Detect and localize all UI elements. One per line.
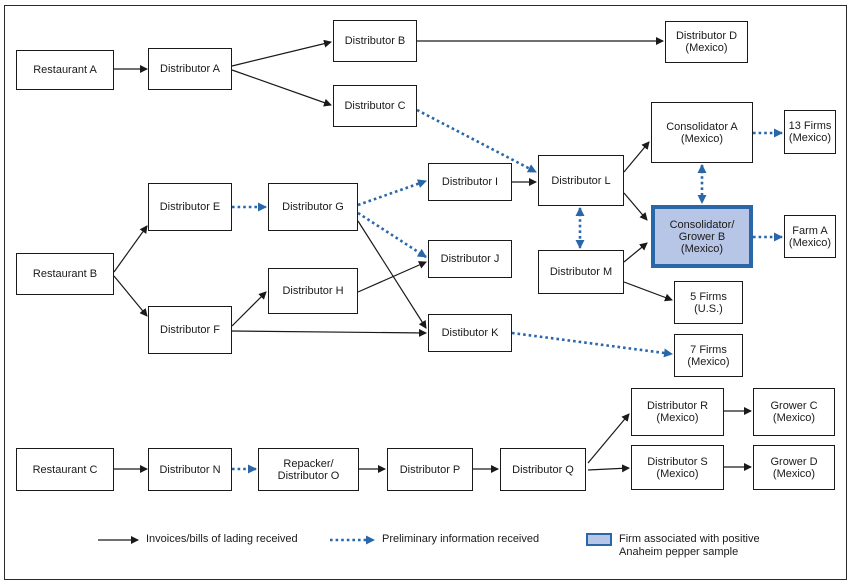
node-restaurant-b: Restaurant B: [16, 253, 114, 295]
arrow-restaurant-b-to-distributor-f: [113, 275, 148, 317]
arrow-distributor-a-to-distributor-b: [231, 39, 332, 67]
node-consolidator-grower-b: Consolidator/ Grower B (Mexico): [651, 205, 753, 268]
node-distributor-m: Distributor M: [538, 250, 624, 294]
node-5-firms: 5 Firms (U.S.): [674, 281, 743, 324]
arrow-distributor-l-to-consolidator-a: [623, 141, 650, 173]
node-distributor-d: Distributor D (Mexico): [665, 21, 748, 63]
node-distributor-l: Distributor L: [538, 155, 624, 206]
arrow-distributor-g-to-distributor-i: [357, 179, 427, 207]
arrow-restaurant-b-to-distributor-e: [113, 225, 148, 273]
arrow-distributor-g-to-distributor-j: [357, 211, 427, 259]
node-distributor-a: Distributor A: [148, 48, 232, 90]
node-grower-d: Grower D (Mexico): [753, 445, 835, 490]
node-distributor-b: Distributor B: [333, 20, 417, 62]
node-13-firms: 13 Firms (Mexico): [784, 110, 836, 154]
arrow-distributor-q-to-distributor-r: [587, 413, 630, 464]
node-distributor-s: Distributor S (Mexico): [631, 445, 724, 490]
legend-highlight-label: Firm associated with positive Anaheim pe…: [619, 533, 760, 558]
node-distributor-k: Distibutor K: [428, 314, 512, 352]
node-restaurant-a: Restaurant A: [16, 50, 114, 90]
arrow-distributor-a-to-distributor-c: [231, 69, 332, 107]
arrow-distributor-k-to-7-firms: [511, 331, 673, 358]
node-distributor-n: Distributor N: [148, 448, 232, 491]
node-distributor-q: Distributor Q: [500, 448, 586, 491]
node-distributor-i: Distributor I: [428, 163, 512, 201]
node-grower-c: Grower C (Mexico): [753, 388, 835, 436]
node-repacker-o: Repacker/ Distributor O: [258, 448, 359, 491]
node-distributor-g: Distributor G: [268, 183, 358, 231]
node-distributor-r: Distributor R (Mexico): [631, 388, 724, 436]
legend-dotted-label: Preliminary information received: [382, 533, 540, 545]
arrow-distributor-f-to-distributor-k: [231, 328, 427, 337]
legend-solid-label: Invoices/bills of lading received: [146, 533, 298, 545]
node-consolidator-a: Consolidator A (Mexico): [651, 102, 753, 163]
arrow-distributor-f-to-distributor-h: [231, 291, 267, 327]
node-distributor-h: Distributor H: [268, 268, 358, 314]
node-farm-a: Farm A (Mexico): [784, 215, 836, 258]
node-restaurant-c: Restaurant C: [16, 448, 114, 491]
diagram-frame: [4, 5, 847, 580]
arrow-distributor-l-to-consolidator-grower-b: [623, 192, 648, 221]
arrow-distributor-q-to-distributor-s: [587, 464, 630, 473]
arrow-distributor-g-to-distributor-k: [357, 220, 427, 329]
node-distributor-e: Distributor E: [148, 183, 232, 231]
node-distributor-f: Distributor F: [148, 306, 232, 354]
legend-highlight-swatch: [586, 533, 612, 546]
arrow-distributor-h-to-distributor-j: [357, 261, 427, 293]
node-distributor-p: Distributor P: [387, 448, 473, 491]
arrow-distributor-m-to-consolidator-grower-b: [623, 242, 648, 263]
arrow-distributor-m-to-5-firms: [623, 281, 673, 302]
node-distributor-c: Distributor C: [333, 85, 417, 127]
node-7-firms: 7 Firms (Mexico): [674, 334, 743, 377]
node-distributor-j: Distributor J: [428, 240, 512, 278]
